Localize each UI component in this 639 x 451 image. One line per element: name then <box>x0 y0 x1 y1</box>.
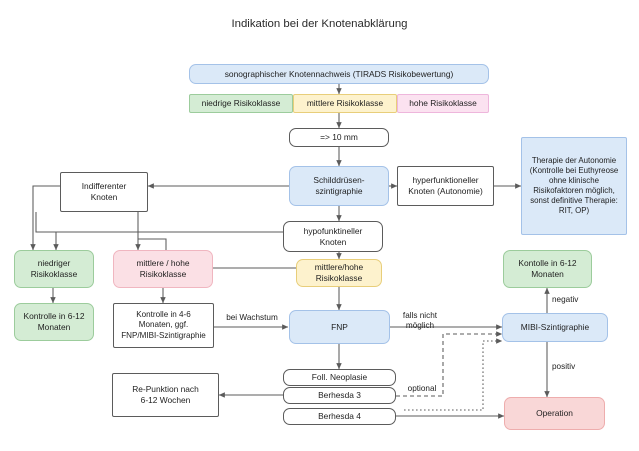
node-mittlere-hohe-risikoklasse[interactable]: mittlere/hohe Risikoklasse <box>296 259 382 287</box>
edge-label-optional: optional <box>407 384 437 393</box>
node-mibi-szintigraphie[interactable]: MIBI-Szintigraphie <box>502 313 608 342</box>
edge-label-falls-nicht-moeglich: falls nicht möglich <box>402 311 438 331</box>
node-therapie-der-autonomie[interactable]: Therapie der Autonomie (Kontrolle bei Eu… <box>521 137 627 235</box>
node-hohe-risikoklasse[interactable]: hohe Risikoklasse <box>397 94 489 113</box>
node-groesse-10mm[interactable]: => 10 mm <box>289 128 389 147</box>
node-niedriger-risikoklasse[interactable]: niedriger Risikoklasse <box>14 250 94 288</box>
edge-label-positiv: positiv <box>552 362 576 371</box>
node-berhesda-3[interactable]: Berhesda 3 <box>283 387 396 404</box>
edge-label-bei-wachstum: bei Wachstum <box>226 313 278 322</box>
node-kontrolle-6-12-monaten-links[interactable]: Kontrolle in 6-12 Monaten <box>14 303 94 341</box>
edge-label-negativ: negativ <box>552 295 579 304</box>
node-operation[interactable]: Operation <box>504 397 605 430</box>
node-mittlere-hohe-risikoklasse-links[interactable]: mittlere / hohe Risikoklasse <box>113 250 213 288</box>
node-sonographischer-knotennachweis[interactable]: sonographischer Knotennachweis (TIRADS R… <box>189 64 489 84</box>
node-fnp[interactable]: FNP <box>289 310 390 344</box>
node-schilddruesen-szintigraphie[interactable]: Schilddrüsen- szintigraphie <box>289 166 389 206</box>
node-hypofunktineller-knoten[interactable]: hypofunktineller Knoten <box>283 221 383 252</box>
diagram-title: Indikation bei der Knotenabklärung <box>231 18 408 30</box>
node-foll-neoplasie[interactable]: Foll. Neoplasie <box>283 369 396 386</box>
node-indifferenter-knoten[interactable]: Indifferenter Knoten <box>60 172 148 212</box>
node-re-punktion[interactable]: Re-Punktion nach 6-12 Wochen <box>112 373 219 417</box>
node-berhesda-4[interactable]: Berhesda 4 <box>283 408 396 425</box>
node-kontrolle-4-6-monaten[interactable]: Kontrolle in 4-6 Monaten, ggf. FNP/MIBI-… <box>113 303 214 348</box>
node-kontolle-6-12-monaten-rechts[interactable]: Kontolle in 6-12 Monaten <box>503 250 592 288</box>
node-niedrige-risikoklasse[interactable]: niedrige Risikoklasse <box>189 94 293 113</box>
node-hyperfunktioneller-knoten[interactable]: hyperfunktioneller Knoten (Autonomie) <box>397 166 494 206</box>
node-mittlere-risikoklasse[interactable]: mittlere Risikoklasse <box>293 94 397 113</box>
